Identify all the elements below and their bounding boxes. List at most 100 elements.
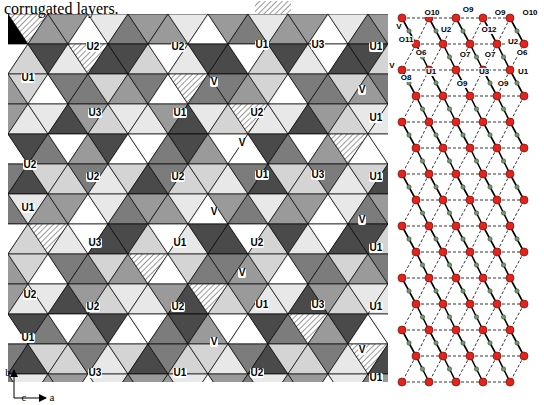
oxygen-atom xyxy=(439,300,447,308)
oxygen-atom xyxy=(452,118,460,126)
oxygen-atom xyxy=(520,40,528,48)
bond xyxy=(510,44,524,70)
uranium-atom xyxy=(434,289,438,293)
atom-label: V xyxy=(238,268,247,278)
uranium-atom xyxy=(515,185,519,189)
uranium-atom xyxy=(501,263,505,267)
atom-label: U2 xyxy=(86,302,101,312)
atom-label: U1 xyxy=(173,108,188,118)
uranium-atom xyxy=(474,315,478,319)
bond xyxy=(429,278,443,304)
atom-label: O10 xyxy=(521,9,538,17)
uranium-atom xyxy=(420,315,424,319)
bond xyxy=(416,278,429,304)
bond xyxy=(429,304,443,330)
oxygen-atom xyxy=(479,118,487,126)
bond xyxy=(470,122,483,148)
octahedron-face xyxy=(48,374,88,382)
uranium-atom xyxy=(461,133,465,137)
atom-label: U2 xyxy=(250,238,265,248)
bond xyxy=(416,44,429,70)
axis-label: c xyxy=(21,392,28,403)
oxygen-atom xyxy=(520,352,528,360)
octahedron-face xyxy=(368,224,388,254)
bond xyxy=(497,96,510,122)
axis-arrow xyxy=(14,398,46,399)
uranium-atom xyxy=(434,81,438,85)
oxygen-atom xyxy=(412,248,420,256)
oxygen-atom xyxy=(493,248,501,256)
atom-label: O9 xyxy=(456,80,469,88)
octahedron-face xyxy=(368,284,388,314)
bond xyxy=(402,278,416,304)
atom-label: U2 xyxy=(171,302,186,312)
atom-label: U2 xyxy=(171,42,186,52)
bond xyxy=(470,44,483,70)
bond xyxy=(456,200,470,226)
uranium-atom xyxy=(474,263,478,267)
oxygen-atom xyxy=(479,326,487,334)
oxygen-atom xyxy=(452,14,460,22)
uranium-atom xyxy=(420,367,424,371)
atom-label: V xyxy=(210,337,219,347)
oxygen-atom xyxy=(439,352,447,360)
uranium-atom xyxy=(434,341,438,345)
bond xyxy=(443,304,456,330)
bond xyxy=(416,200,429,226)
oxygen-atom xyxy=(398,222,406,230)
oxygen-atom xyxy=(479,378,487,386)
atom-label: U1 xyxy=(255,40,270,50)
bond xyxy=(510,356,524,382)
bond xyxy=(456,330,470,356)
atom-label: U1 xyxy=(369,172,384,182)
oxygen-atom xyxy=(452,66,460,74)
octahedron-face xyxy=(368,344,388,374)
octahedron-face xyxy=(368,194,388,224)
oxygen-atom xyxy=(506,118,514,126)
bond xyxy=(470,96,483,122)
bond xyxy=(483,122,497,148)
atom-label: U1 xyxy=(21,203,36,213)
oxygen-atom xyxy=(493,300,501,308)
oxygen-atom xyxy=(398,118,406,126)
atom-label: U1 xyxy=(369,302,384,312)
bond xyxy=(443,200,456,226)
oxygen-atom xyxy=(506,170,514,178)
oxygen-atom xyxy=(425,170,433,178)
bond xyxy=(470,252,483,278)
bond xyxy=(510,96,524,122)
bond xyxy=(483,200,497,226)
uranium-atom xyxy=(420,107,424,111)
uranium-atom xyxy=(501,159,505,163)
atom-label: V xyxy=(358,345,367,355)
atom-label: U2 xyxy=(86,42,101,52)
atom-label: O6 xyxy=(415,49,428,57)
bond xyxy=(510,174,524,200)
oxygen-atom xyxy=(412,196,420,204)
bond xyxy=(443,148,456,174)
bond xyxy=(483,252,497,278)
bond xyxy=(497,252,510,278)
bond xyxy=(429,174,443,200)
oxygen-atom xyxy=(466,144,474,152)
uranium-atom xyxy=(447,263,451,267)
bond xyxy=(497,44,510,70)
oxygen-atom xyxy=(506,222,514,230)
oxygen-atom xyxy=(506,14,514,22)
oxygen-atom xyxy=(439,40,447,48)
bond xyxy=(402,200,416,226)
octahedron-face xyxy=(368,104,388,134)
atom-label: U1 xyxy=(255,300,270,310)
oxygen-atom xyxy=(506,326,514,334)
oxygen-atom xyxy=(398,14,406,22)
oxygen-atom xyxy=(425,118,433,126)
oxygen-atom xyxy=(520,300,528,308)
oxygen-atom xyxy=(412,144,420,152)
uranium-atom xyxy=(501,315,505,319)
oxygen-atom xyxy=(452,326,460,334)
atom-label: O12 xyxy=(480,26,497,34)
bond xyxy=(402,174,416,200)
uranium-atom xyxy=(515,133,519,137)
bond xyxy=(456,18,470,44)
